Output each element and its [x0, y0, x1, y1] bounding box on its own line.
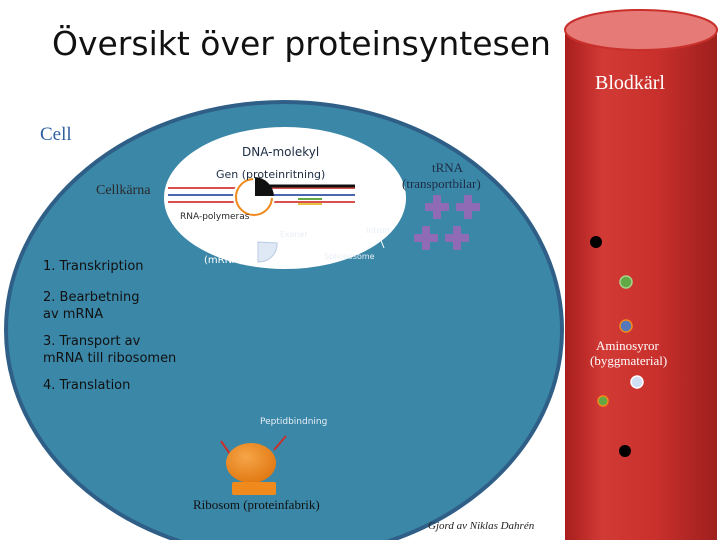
spliceosome-label: Spliceosome: [324, 252, 375, 261]
amino-acid-black-1: [590, 236, 602, 248]
trna-label-line1: tRNA: [432, 160, 463, 176]
page-title: Översikt över proteinsyntesen: [52, 24, 551, 63]
gene-label: Gen (proteinritning): [216, 168, 325, 181]
amino-acids-label-line2: (byggmaterial): [590, 353, 667, 369]
trna-label-line2: (transportbilar): [402, 176, 481, 192]
step-2-label-line2: av mRNA: [43, 306, 103, 323]
nucleus-label: Cellkärna: [96, 183, 150, 199]
intron-label: Intron: [366, 226, 390, 235]
step-2-label-line1: 2. Bearbetning: [43, 289, 139, 306]
amino-acid-black-2: [619, 445, 631, 457]
blood-vessel-label: Blodkärl: [595, 72, 665, 95]
ribosome-label: Ribosom (proteinfabrik): [193, 497, 320, 513]
amino-acid-green-2: [598, 396, 608, 406]
dna-label: DNA-molekyl: [242, 145, 319, 159]
step-3-label-line2: mRNA till ribosomen: [43, 350, 176, 367]
gene-copy-label-line1: Genkopia: [204, 241, 251, 252]
amino-acid-green-1: [620, 276, 632, 288]
step-4-label: 4. Translation: [43, 377, 130, 394]
exons-label: Exoner: [280, 230, 308, 239]
gene-copy-label-line2: (mRNA): [204, 255, 243, 266]
rna-polymerase: [234, 177, 274, 217]
author-credit: Gjord av Niklas Dahrén: [428, 520, 534, 532]
amino-acid-blue-1: [620, 320, 632, 332]
cell-label: Cell: [40, 124, 72, 146]
amino-acids-label-line1: Aminosyror: [596, 338, 659, 354]
step-1-label: 1. Transkription: [43, 258, 144, 275]
amino-acid-white-1: [631, 376, 643, 388]
step-3-label-line1: 3. Transport av: [43, 333, 140, 350]
rna-polymerase-label: RNA-polymeras: [180, 212, 249, 222]
peptide-bond-label: Peptidbindning: [260, 417, 327, 427]
